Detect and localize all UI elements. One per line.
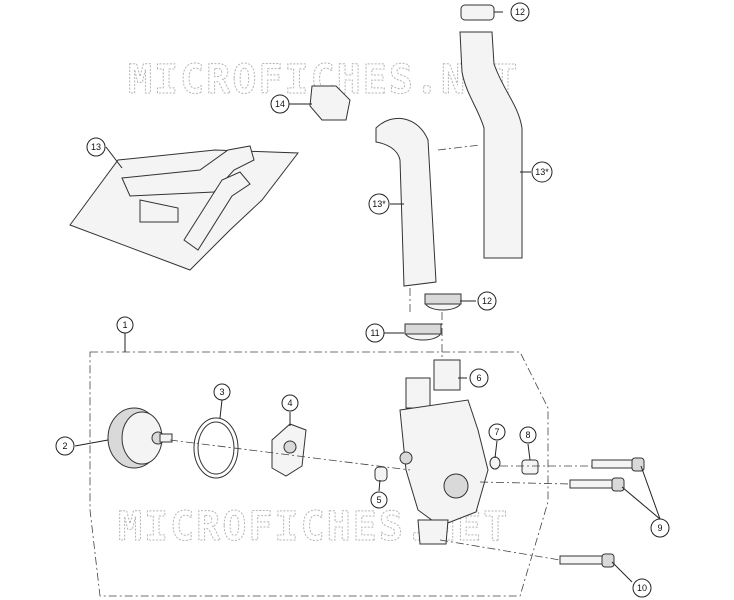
- bolt-10: [559, 553, 615, 568]
- callout-2-label: 2: [62, 441, 67, 451]
- hose-clamp-14: [309, 85, 351, 121]
- callout-1: 1: [116, 316, 134, 334]
- callout-13-label: 13: [91, 142, 101, 152]
- callout-2: 2: [55, 436, 75, 456]
- callout-3: 3: [213, 383, 231, 401]
- callout-4: 4: [281, 394, 299, 412]
- callout-6: 6: [469, 368, 489, 388]
- callout-7: 7: [488, 423, 506, 441]
- callout-13-star-right: 13*: [531, 161, 553, 183]
- pump-housing: [399, 359, 489, 545]
- callout-13-star-right-label: 13*: [535, 167, 549, 177]
- callout-5-label: 5: [376, 495, 381, 505]
- callout-8-label: 8: [525, 430, 530, 440]
- callout-13-star-left-label: 13*: [372, 199, 386, 209]
- bolt-9-upper: [591, 457, 645, 472]
- nut-8: [521, 459, 539, 475]
- callout-4-label: 4: [287, 398, 292, 408]
- bolt-9-lower: [569, 477, 625, 492]
- hose-clamp-11: [404, 323, 442, 341]
- bolt-centerline-lower: [479, 481, 571, 485]
- coolant-hose-right: [459, 31, 523, 259]
- callout-14: 14: [270, 94, 290, 114]
- callout-3-label: 3: [219, 387, 224, 397]
- callout-11: 11: [365, 323, 385, 343]
- callout-1-label: 1: [122, 320, 127, 330]
- callout-10-label: 10: [637, 583, 647, 593]
- callout-leaders: [74, 11, 661, 583]
- callout-8: 8: [519, 426, 537, 444]
- callout-9-label: 9: [657, 523, 662, 533]
- callout-7-label: 7: [494, 427, 499, 437]
- callout-14-label: 14: [275, 99, 285, 109]
- bushing-5: [374, 466, 388, 482]
- callout-11-label: 11: [370, 328, 379, 338]
- hose-clamp-12-top: [460, 4, 495, 21]
- callout-12-top: 12: [510, 2, 530, 22]
- callout-12-mid-label: 12: [482, 296, 492, 306]
- bolt-centerline-bottom: [439, 539, 561, 561]
- callout-13: 13: [86, 137, 106, 157]
- callout-10: 10: [632, 578, 652, 598]
- o-ring: [193, 417, 239, 479]
- water-pump-assembly-outline: [89, 351, 549, 597]
- callout-5: 5: [370, 491, 388, 509]
- hose-clamp-12-mid: [424, 293, 462, 311]
- callout-12-mid: 12: [477, 291, 497, 311]
- callout-12-top-label: 12: [515, 7, 525, 17]
- callout-13-star-left: 13*: [368, 193, 390, 215]
- washer-7: [489, 456, 501, 470]
- callout-6-label: 6: [476, 373, 481, 383]
- impeller: [271, 423, 307, 477]
- callout-9: 9: [650, 518, 670, 538]
- coolant-hose-left: [375, 118, 481, 315]
- pump-pulley: [107, 407, 173, 469]
- hose-kit-bag: [69, 145, 299, 271]
